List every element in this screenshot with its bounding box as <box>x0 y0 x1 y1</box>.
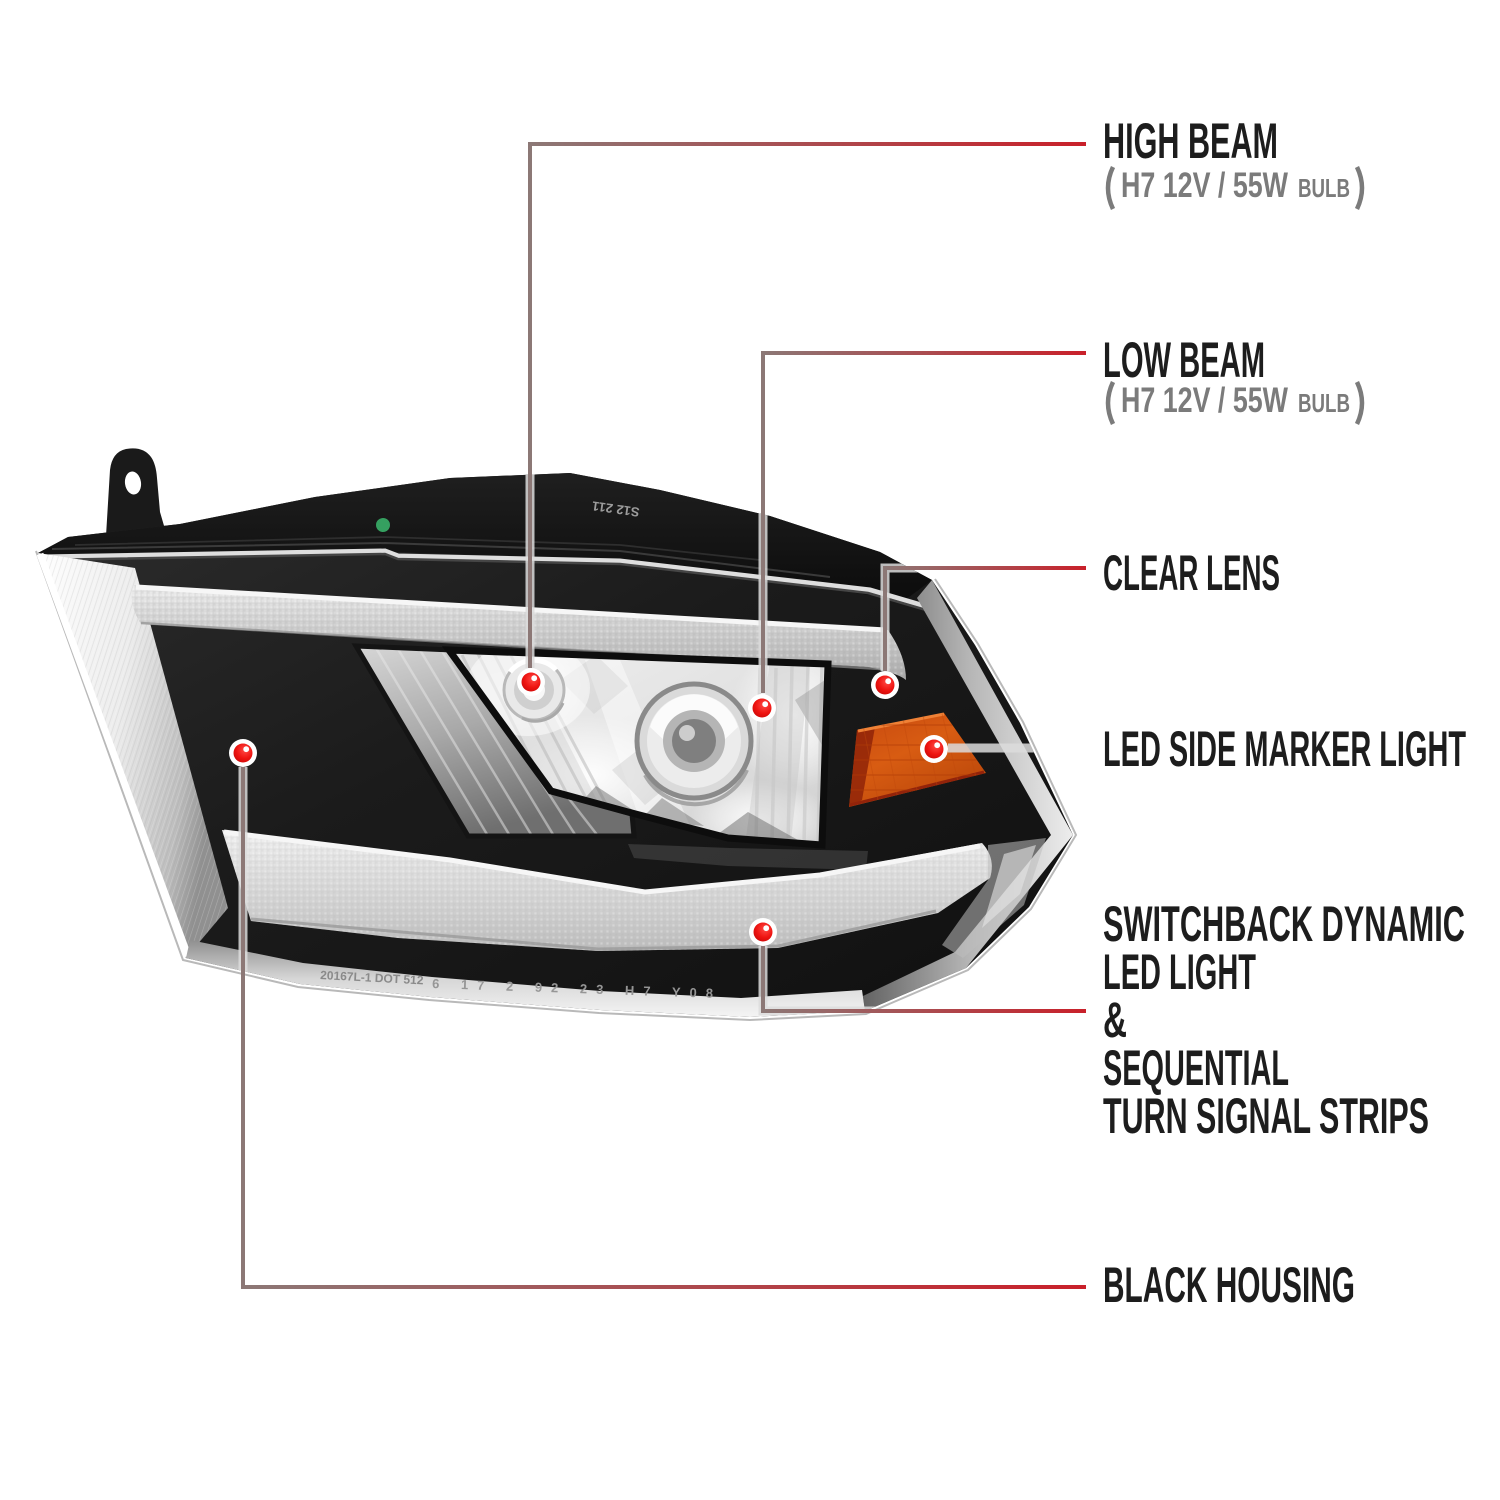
svg-text:SEQUENTIAL: SEQUENTIAL <box>1103 1040 1289 1096</box>
svg-text:BULB: BULB <box>1298 388 1350 418</box>
svg-text:TURN SIGNAL STRIPS: TURN SIGNAL STRIPS <box>1103 1088 1429 1144</box>
svg-text:S12 211: S12 211 <box>591 498 640 519</box>
svg-text:LOW BEAM: LOW BEAM <box>1103 332 1265 388</box>
svg-text:BLACK HOUSING: BLACK HOUSING <box>1103 1257 1355 1313</box>
svg-text:&: & <box>1103 992 1127 1048</box>
svg-text:HIGH BEAM: HIGH BEAM <box>1103 113 1278 169</box>
svg-text:BULB: BULB <box>1298 173 1350 203</box>
svg-text:SWITCHBACK DYNAMIC: SWITCHBACK DYNAMIC <box>1103 896 1465 952</box>
svg-text:20167L-1 DOT 512: 20167L-1 DOT 512 <box>320 968 424 987</box>
svg-text:LED LIGHT: LED LIGHT <box>1103 944 1256 1000</box>
svg-text:CLEAR LENS: CLEAR LENS <box>1103 545 1280 601</box>
svg-text:H7 12V / 55W: H7 12V / 55W <box>1121 166 1288 205</box>
svg-text:H7 12V / 55W: H7 12V / 55W <box>1121 381 1288 420</box>
svg-text:LED SIDE MARKER LIGHT: LED SIDE MARKER LIGHT <box>1103 721 1466 777</box>
